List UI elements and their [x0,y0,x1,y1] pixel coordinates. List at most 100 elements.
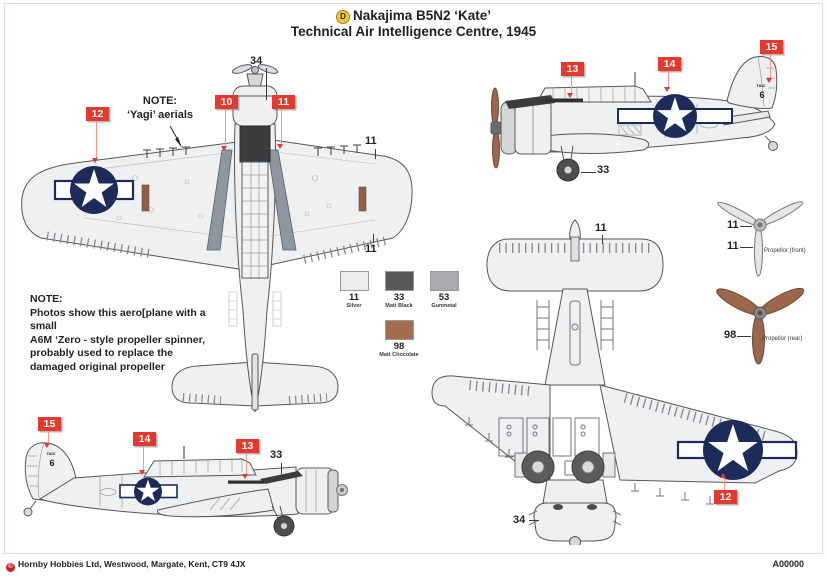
swatch-chip [384,271,414,291]
main-wheels [521,450,605,484]
paint-name: Matt Chocolate [379,352,419,358]
swatch-chip [384,320,414,340]
walkway-bands [206,149,297,251]
left-wing [21,141,246,271]
label-line [375,149,376,159]
yagi-note-heading: NOTE: [142,95,178,107]
callout-leader [668,71,669,87]
star-insignia-bottom [676,420,798,480]
paint-number: 98 [393,341,405,352]
landing-gear [556,135,778,182]
callout-arrow [44,443,50,448]
label-line [281,463,282,474]
canopy [536,85,652,103]
paint-name: Matt Black [385,303,413,309]
callout-15-lower: 15 [38,417,61,431]
ribbed-surfaces [46,231,386,404]
copyright-icon: © [6,563,15,572]
scheme-d-icon: D [335,10,350,24]
paint-swatch-matt-chocolate: 98 Matt Chocolate [359,320,439,358]
footer-company: Hornby Hobbies Ltd, Westwood, Margate, K… [18,559,246,569]
callout-leader [96,121,97,158]
callout-leader [143,446,144,470]
label-line [740,247,753,248]
paint-swatch-gunmetal: 53 Gunmetal [404,271,484,309]
callout-arrow [139,470,145,475]
yagi-note-arrow [169,125,182,148]
callout-14-upper: 14 [658,57,681,71]
stencil-text [228,480,264,484]
detail-lines [532,56,775,154]
propeller-rear-drawing [716,287,805,365]
callout-arrow [242,474,248,479]
label-11-trailing: 11 [365,243,377,255]
paint-name: Gunmetal [431,303,457,309]
note-line: damaged original propeller [30,360,165,373]
label-11-leading: 11 [365,135,377,147]
right-wing [599,384,798,484]
star-insignia-side-upper [617,94,733,138]
paint-swatch-matt-black: 33 Matt Black [359,271,439,309]
antiglare-panel [505,95,555,109]
label-11-prop-blade: 11 [727,240,739,252]
callout-arrow [277,144,283,149]
footer-copyright: ©Hornby Hobbies Ltd, Westwood, Margate, … [6,559,245,572]
tail-markings: TAIC 6 [756,83,765,100]
callout-14-lower: 14 [133,432,156,446]
callout-leader [571,76,572,93]
label-line [602,235,603,244]
callout-11: 11 [272,95,295,109]
callout-12-top: 12 [86,107,109,121]
rear-fuselage [544,288,606,386]
svg-text:6: 6 [759,90,764,100]
footer-code: A00000 [772,559,804,569]
side-view-upper-drawing: TAIC 6 [490,55,778,182]
callout-arrow [567,93,573,98]
label-11-prop-hub: 11 [727,219,739,231]
bottom-view-drawing [431,219,798,545]
label-line [737,336,751,337]
canopy-glazing [241,161,269,279]
right-wing [264,139,413,267]
label-line [740,226,752,227]
svg-text:TAIC: TAIC [46,451,55,456]
yagi-aerials [143,144,361,158]
title-line1: Nakajima B5N2 ‘Kate’ [352,8,492,23]
label-33-upper: 33 [597,164,610,176]
callout-leader [225,109,226,146]
callout-leader [770,54,771,78]
label-line [373,234,374,243]
paint-number: 53 [438,292,450,303]
engine-cowl [533,502,617,542]
callout-leader [724,478,725,490]
yagi-note-text: ‘Yagi’ aerials [126,109,194,121]
label-line [581,172,596,173]
label-line [529,520,539,521]
callout-10: 10 [215,95,238,109]
paint-name: Silver [346,303,362,309]
paint-swatch-silver: 11 Silver [314,271,394,309]
callout-arrow [221,146,227,151]
note-line: Photos show this aero[plane with a small [30,306,206,333]
swatch-chip [429,271,459,291]
side-view-lower-drawing: TAIC 6 [23,442,348,537]
page-frame [4,3,823,554]
panel-lines [74,151,376,327]
propeller-front-drawing [717,201,804,277]
landing-gear [23,500,295,537]
propeller-hub [336,484,348,496]
label-33-lower: 33 [270,449,283,461]
yagi-note: NOTE: ‘Yagi’ aerials [100,94,220,122]
callout-12-bottom: 12 [714,490,737,504]
svg-text:6: 6 [49,458,54,468]
callout-arrow [720,473,726,478]
propeller-rear-caption: Propellor (rear) [762,336,803,342]
label-11-bottom: 11 [595,222,607,234]
callout-arrow [92,158,98,163]
callout-arrow [766,78,772,83]
note-heading: NOTE: [30,293,63,305]
tail-fin [726,55,778,109]
carb-intake [587,504,597,510]
swatch-chip [339,271,369,291]
